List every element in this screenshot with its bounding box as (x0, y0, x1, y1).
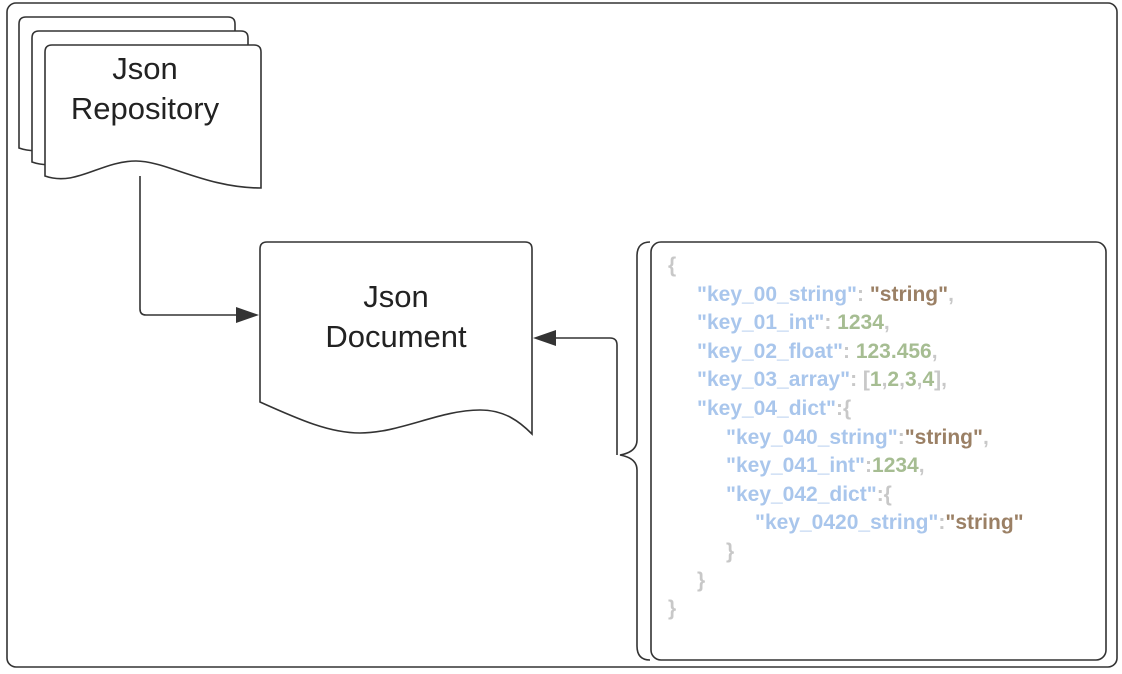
code-token-punct: : (897, 425, 905, 449)
code-token-key: "key_02_float" (697, 339, 843, 363)
document-label: Json Document (260, 277, 532, 357)
code-token-key: "key_00_string" (697, 282, 858, 306)
code-token-punct: , (916, 368, 923, 392)
code-token-punct: ], (934, 368, 947, 392)
code-token-key: "key_041_int" (726, 454, 866, 478)
code-token-punct: } (697, 568, 706, 592)
code-token-num: 123.456 (855, 339, 932, 363)
code-token-punct: , (982, 425, 989, 449)
code-line: "key_04_dict":{ (668, 395, 1088, 424)
code-line: "key_040_string":"string", (668, 424, 1088, 453)
json-sample-code: {"key_00_string": "string","key_01_int":… (668, 252, 1088, 624)
code-token-punct: : (824, 311, 838, 335)
code-line: "key_0420_string":"string" (668, 509, 1088, 538)
code-token-punct: , (899, 368, 905, 392)
code-token-punct: , (883, 311, 890, 335)
code-token-punct: : (857, 282, 870, 306)
code-line: "key_01_int": 1234, (668, 309, 1088, 338)
code-line: "key_03_array": [1,2,3,4], (668, 366, 1088, 395)
code-token-key: "key_04_dict" (697, 396, 837, 420)
code-token-punct: : (843, 339, 856, 363)
code-token-num: 3 (904, 368, 917, 392)
code-token-num: 1234 (837, 311, 884, 335)
json-sample-box (650, 241, 1107, 661)
code-token-key: "key_01_int" (697, 311, 825, 335)
code-token-punct: :{ (876, 482, 892, 506)
repository-label: Json Repository (45, 49, 245, 129)
connector-repository-to-document (139, 176, 240, 316)
code-line: "key_00_string": "string", (668, 281, 1088, 310)
code-token-num: 1 (869, 368, 882, 392)
code-token-key: "key_040_string" (726, 425, 898, 449)
repository-label-line1: Json (112, 51, 178, 86)
code-token-num: 1234 (872, 454, 919, 478)
code-token-str: "string" (869, 282, 949, 306)
code-token-punct: , (931, 339, 938, 363)
code-line: "key_02_float": 123.456, (668, 338, 1088, 367)
document-label-line1: Json (363, 279, 429, 314)
code-token-str: "string" (945, 511, 1024, 535)
code-token-punct: : [ (850, 368, 870, 392)
code-token-punct: { (668, 254, 677, 277)
code-line: { (668, 252, 1088, 281)
annotation-brace (619, 241, 651, 661)
code-line: } (668, 538, 1088, 567)
code-token-key: "key_042_dict" (726, 482, 877, 506)
code-line: } (668, 595, 1088, 624)
code-token-punct: , (948, 282, 954, 306)
document-label-line2: Document (325, 319, 467, 354)
code-token-str: "string" (904, 425, 983, 449)
arrowhead-json-to-document (533, 330, 556, 346)
code-token-punct: , (918, 454, 925, 478)
code-token-punct: } (726, 539, 735, 563)
code-token-punct: , (881, 368, 888, 392)
code-line: } (668, 567, 1088, 596)
code-token-num: 2 (887, 368, 900, 392)
code-token-punct: : (865, 454, 873, 478)
code-line: "key_042_dict":{ (668, 481, 1088, 510)
code-token-num: 4 (922, 368, 935, 392)
document-shape (259, 241, 533, 436)
arrowhead-repository-to-document (236, 307, 259, 323)
repository-label-line2: Repository (70, 91, 220, 126)
code-token-key: "key_0420_string" (755, 511, 939, 535)
repository-sheet-front (44, 44, 262, 189)
code-token-key: "key_03_array" (697, 368, 851, 392)
code-token-punct: } (668, 597, 677, 621)
code-line: "key_041_int":1234, (668, 452, 1088, 481)
code-token-punct: :{ (836, 396, 852, 420)
connector-json-to-document (553, 337, 618, 455)
code-token-punct: : (938, 511, 946, 535)
